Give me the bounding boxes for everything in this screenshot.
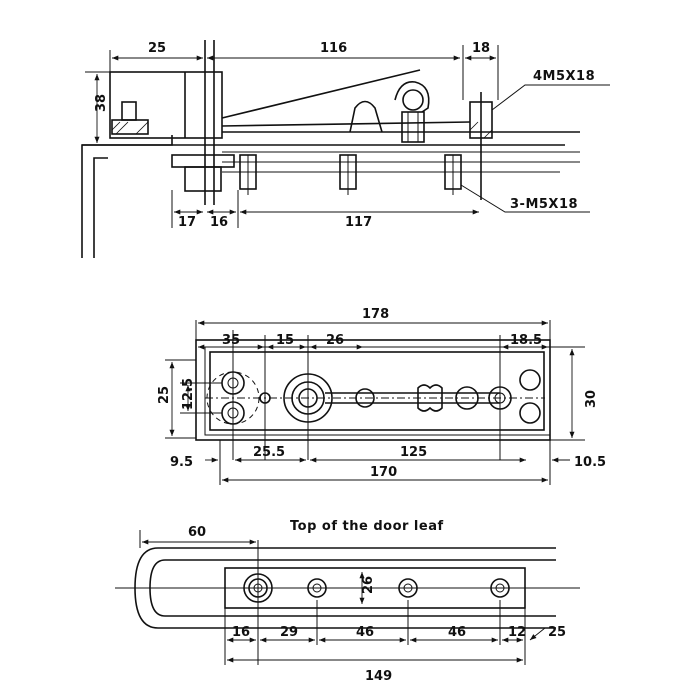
dim-16: 16 — [210, 215, 228, 230]
dim-46-a: 46 — [356, 625, 374, 640]
dim-18-5: 18.5 — [510, 333, 542, 348]
dim-149: 149 — [365, 669, 392, 684]
leaf-title: Top of the door leaf — [290, 519, 444, 534]
dim-15: 15 — [276, 333, 294, 348]
dim-117: 117 — [345, 215, 372, 230]
dim-25-plan: 25 — [157, 386, 172, 404]
dim-16-leaf: 16 — [232, 625, 250, 640]
callout-3m5x18: 3-M5X18 — [510, 197, 578, 212]
dim-29: 29 — [280, 625, 298, 640]
dim-9-5: 9.5 — [170, 455, 193, 470]
plan-view: 178 35 15 26 18.5 25 12.5 30 9.5 25.5 12… — [157, 307, 606, 485]
dim-35: 35 — [222, 333, 240, 348]
dim-46-b: 46 — [448, 625, 466, 640]
dim-125: 125 — [400, 445, 427, 460]
dim-25-leaf: 25 — [548, 625, 566, 640]
callout-4m5x18: 4M5X18 — [533, 69, 595, 84]
dim-116: 116 — [320, 41, 347, 56]
side-view: 25 116 18 38 17 16 117 4M5X18 3-M5X18 — [81, 40, 610, 258]
dim-38: 38 — [94, 94, 109, 112]
dim-178: 178 — [362, 307, 389, 322]
dim-25: 25 — [148, 41, 166, 56]
dim-10-5: 10.5 — [574, 455, 606, 470]
dim-12: 12 — [508, 625, 526, 640]
dim-170: 170 — [370, 465, 397, 480]
dim-17: 17 — [178, 215, 196, 230]
dim-26: 26 — [326, 333, 344, 348]
dim-60: 60 — [188, 525, 206, 540]
leaf-view: Top of the door leaf 60 — [115, 519, 580, 684]
dim-30: 30 — [584, 390, 599, 408]
dim-25-5: 25.5 — [253, 445, 285, 460]
dim-18: 18 — [472, 41, 490, 56]
dim-26-leaf: 26 — [361, 576, 376, 594]
dim-12-5: 12.5 — [181, 378, 196, 410]
